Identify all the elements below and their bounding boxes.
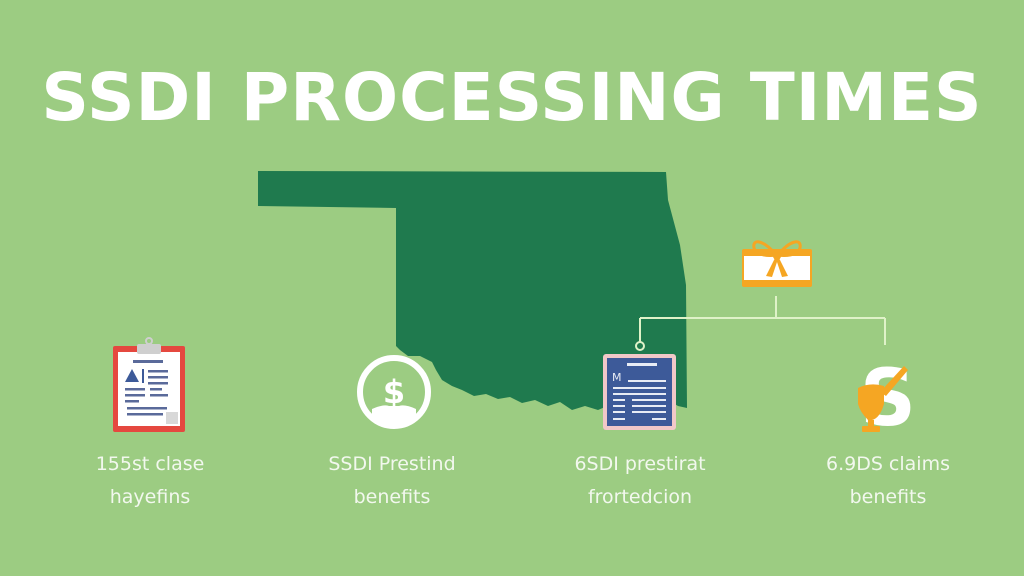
stat-item-4-line2: benefits <box>849 486 927 508</box>
gift-icon <box>742 240 812 287</box>
svg-text:M: M <box>612 371 622 384</box>
stat-item-4-line1: 6.9DS claims <box>825 453 950 475</box>
stat-item-2: SSDI Prestind benefits <box>282 448 502 514</box>
connector-lines <box>635 296 886 351</box>
stat-item-3-line2: frortedcion <box>587 486 693 508</box>
document-icon: M <box>603 354 676 430</box>
oklahoma-state-shape <box>258 171 687 410</box>
stat-item-4: 6.9DS claims benefits <box>778 448 998 514</box>
stat-item-3-line1: 6SDI prestirat <box>574 453 706 475</box>
page-title: SSDI PROCESSING TIMES <box>41 59 983 136</box>
stat-item-3: 6SDI prestirat frortedcion <box>530 448 750 514</box>
svg-text:$: $ <box>383 373 405 411</box>
dollar-circle-icon: $ <box>357 355 431 429</box>
clipboard-warning-icon <box>113 337 185 432</box>
stat-item-2-line1: SSDI Prestind <box>328 453 456 475</box>
stat-item-1-line2: hayefins <box>109 486 191 508</box>
stat-item-1-line1: 155st clase <box>95 453 205 475</box>
stat-item-2-line2: benefits <box>353 486 431 508</box>
trophy-dollar-icon: S <box>858 354 916 444</box>
stat-item-1: 155st clase hayefins <box>40 448 260 514</box>
